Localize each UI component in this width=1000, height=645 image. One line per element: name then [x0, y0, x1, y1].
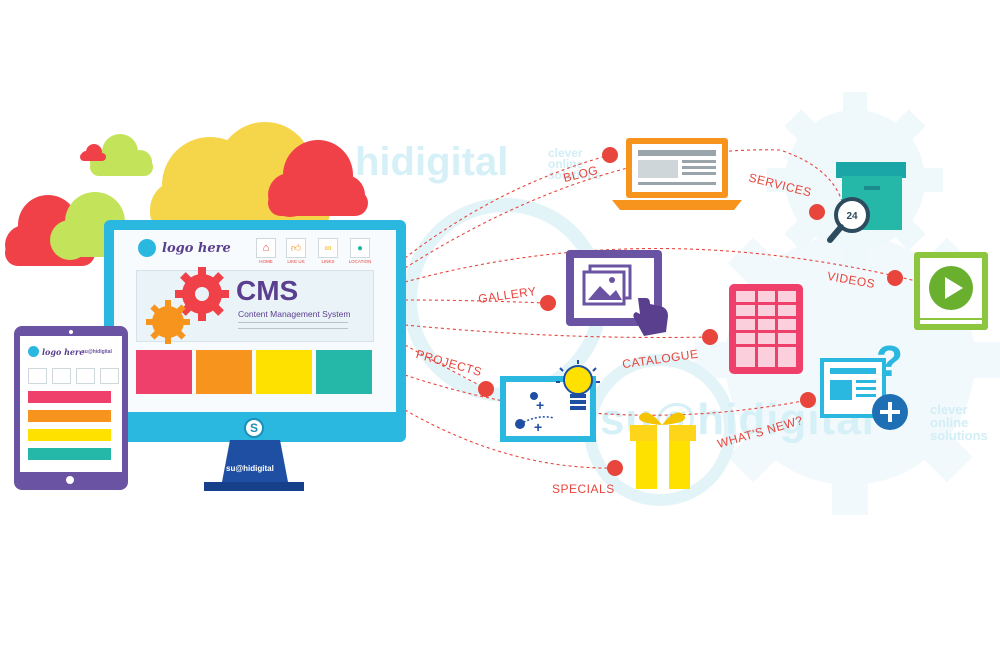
- tablet-gallery-touch-icon[interactable]: [560, 248, 680, 338]
- monitor-nav-links-label: LINKS: [321, 259, 335, 264]
- cms-subtitle: Content Management System: [238, 309, 351, 319]
- tile-orange[interactable]: [196, 350, 252, 394]
- monitor-logo-icon: [138, 239, 156, 257]
- connector-dot-projects: [478, 381, 494, 397]
- tablet-home-button[interactable]: [66, 476, 74, 484]
- tile-yellow[interactable]: [256, 350, 312, 394]
- cms-title: CMS: [236, 275, 299, 306]
- news-question-icon[interactable]: ?: [818, 336, 914, 432]
- tablet-bar-orange[interactable]: [28, 410, 111, 422]
- tablet-bar-pink[interactable]: [28, 391, 111, 403]
- svg-text:24: 24: [846, 211, 858, 222]
- location-pin-icon: ●: [356, 242, 364, 254]
- connector-dot-whats-new: [800, 392, 816, 408]
- connector-dot-catalogue: [702, 329, 718, 345]
- tablet-nav-home[interactable]: [28, 368, 47, 384]
- thumbs-up-icon: 👍︎: [290, 243, 302, 254]
- monitor-nav-home[interactable]: ⌂: [256, 238, 276, 258]
- monitor-screen: logo here ⌂ HOME 👍︎ LIKE US ∞ LINKS ● LO…: [114, 230, 396, 412]
- tile-teal[interactable]: [316, 350, 372, 394]
- red-cloud-right: [268, 140, 368, 217]
- watermark-brand-mid: hidigital: [355, 140, 509, 184]
- link-icon: ∞: [324, 242, 332, 254]
- monitor-nav-location[interactable]: ●: [350, 238, 370, 258]
- monitor-nav-links[interactable]: ∞: [318, 238, 338, 258]
- svg-text:+: +: [534, 419, 542, 435]
- gift-box-icon[interactable]: [626, 405, 700, 493]
- laptop-icon[interactable]: [612, 136, 742, 214]
- cms-gears: [146, 267, 229, 344]
- home-icon: ⌂: [262, 242, 270, 254]
- svg-text:+: +: [536, 397, 544, 413]
- tile-pink[interactable]: [136, 350, 192, 394]
- tablet-nav-location[interactable]: [100, 368, 119, 384]
- tablet-logo-icon: [28, 346, 39, 357]
- video-play-icon[interactable]: [912, 250, 990, 332]
- monitor-logo-text: logo here: [162, 241, 231, 256]
- monitor-power-logo-icon: S: [244, 418, 264, 438]
- connector-dot-gallery: [540, 295, 556, 311]
- gear-small-icon: [146, 300, 190, 344]
- monitor-nav-home-label: HOME: [259, 259, 273, 264]
- tablet-nav-like[interactable]: [52, 368, 71, 384]
- tablet-bar-teal[interactable]: [28, 448, 111, 460]
- green-cloud-small: [90, 134, 153, 176]
- tablet-camera-icon: [69, 330, 73, 334]
- connector-dot-specials: [607, 460, 623, 476]
- red-cloud-tiny: [80, 144, 106, 161]
- project-idea-board-icon[interactable]: + +: [498, 358, 608, 446]
- monitor-stand: [204, 440, 304, 491]
- monitor-nav-like-label: LIKE US: [287, 259, 305, 264]
- catalogue-grid-icon[interactable]: [727, 282, 805, 376]
- tablet-bar-yellow[interactable]: [28, 429, 111, 441]
- monitor-stand-brand: su@hidigital: [226, 464, 274, 473]
- monitor-nav-like[interactable]: 👍︎: [286, 238, 306, 258]
- tablet-nav-links[interactable]: [76, 368, 95, 384]
- label-specials: SPECIALS: [552, 482, 615, 496]
- tablet-logo-text: logo here: [42, 347, 85, 357]
- tablet-brand: su@hidigital: [82, 349, 112, 355]
- cms-banner: [136, 270, 374, 342]
- tablet-screen: logo here su@hidigital: [20, 336, 122, 472]
- cms-line-2: [238, 328, 348, 329]
- gear-icon: [175, 267, 229, 321]
- connector-dot-videos: [887, 270, 903, 286]
- connector-dot-services: [809, 204, 825, 220]
- monitor-nav-location-label: LOCATION: [348, 259, 372, 264]
- box-search-24-icon[interactable]: 24: [826, 160, 910, 246]
- connector-dot-blog: [602, 147, 618, 163]
- cms-line-1: [238, 322, 348, 323]
